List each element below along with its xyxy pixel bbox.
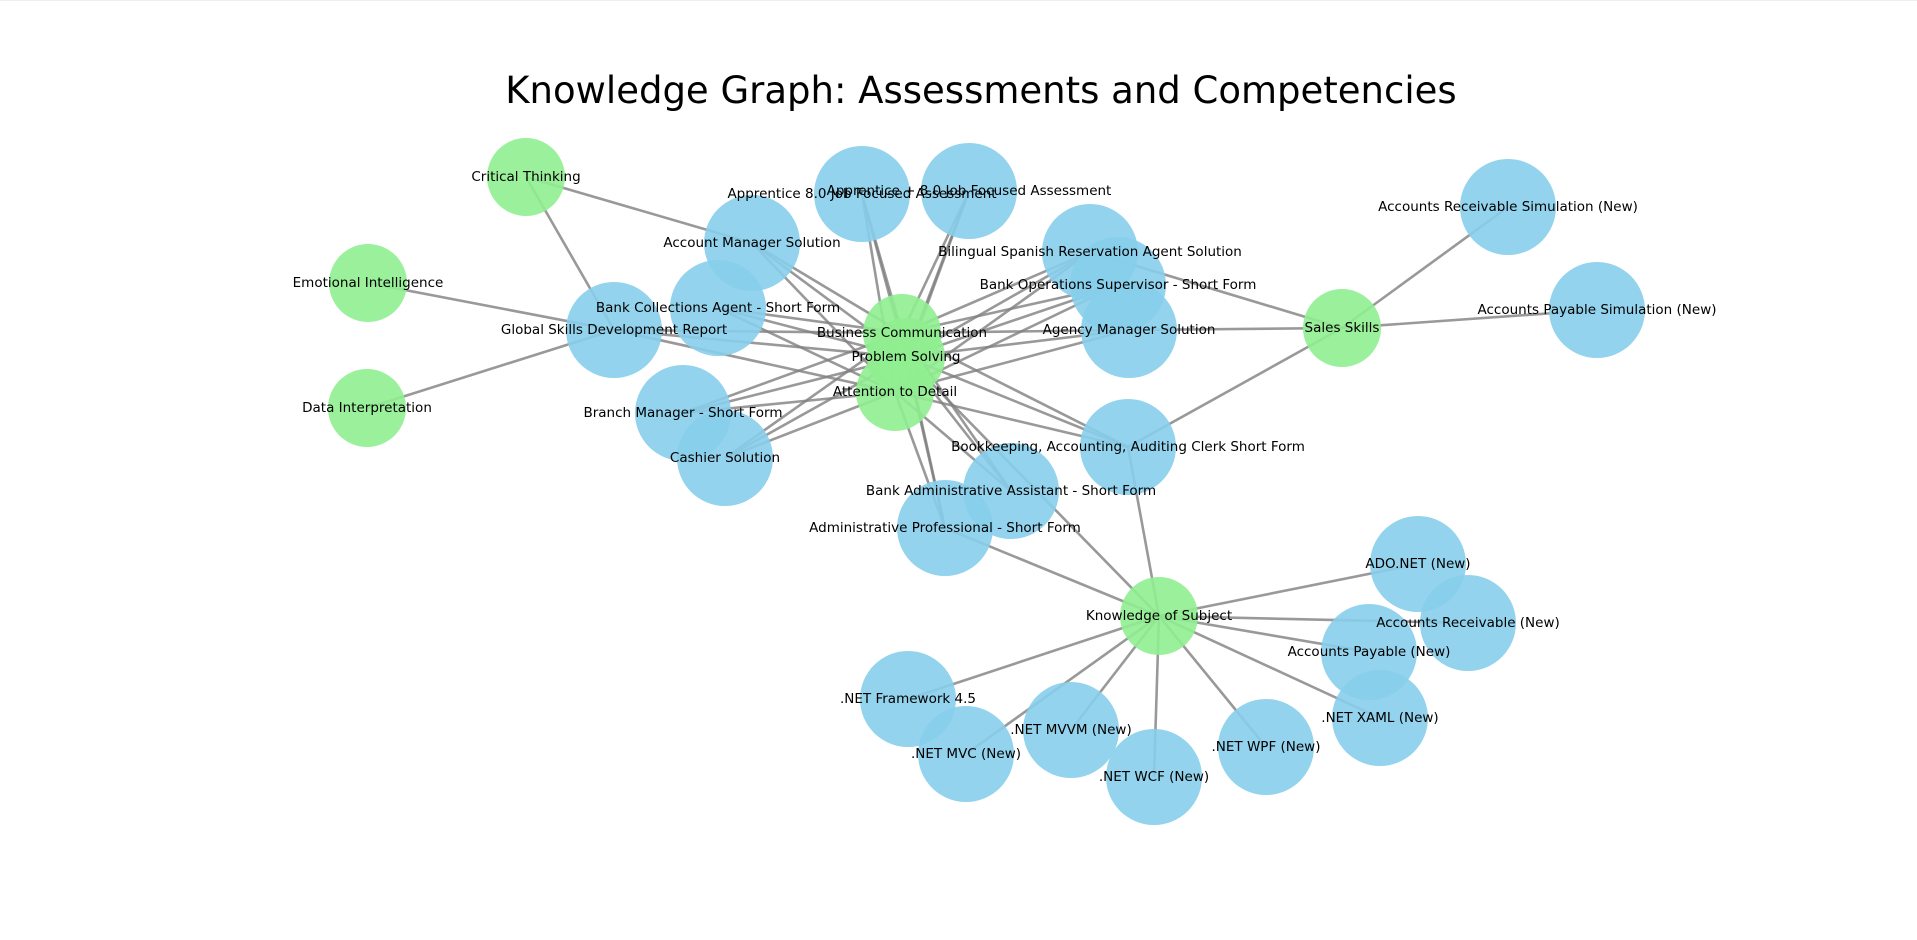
node-net-framework-45	[860, 651, 956, 747]
node-label-accounts-payable: Accounts Payable (New)	[1288, 644, 1451, 660]
node-knowledge-of-subject	[1120, 577, 1198, 655]
node-net-mvvm	[1023, 682, 1119, 778]
node-label-net-mvc: .NET MVC (New)	[911, 746, 1021, 762]
node-net-wcf	[1106, 729, 1202, 825]
node-bank-collections-agent	[670, 260, 766, 356]
node-label-global-skills-report: Global Skills Development Report	[501, 322, 727, 338]
node-label-bank-collections-agent: Bank Collections Agent - Short Form	[596, 300, 840, 316]
node-label-bookkeeping-clerk: Bookkeeping, Accounting, Auditing Clerk …	[951, 439, 1305, 455]
node-label-net-wcf: .NET WCF (New)	[1099, 769, 1209, 785]
node-label-business-communication: Business Communication	[817, 325, 987, 341]
node-label-ado-net: ADO.NET (New)	[1365, 556, 1470, 572]
node-bookkeeping-clerk	[1080, 399, 1176, 495]
node-label-net-framework-45: .NET Framework 4.5	[840, 691, 976, 707]
edge-knowledge-of-subject-accounts-receivable	[1158, 614, 1469, 625]
node-label-bilingual-spanish: Bilingual Spanish Reservation Agent Solu…	[938, 244, 1242, 260]
node-label-agency-manager: Agency Manager Solution	[1043, 322, 1216, 338]
node-label-apprentice-80-job-focused: Apprentice 8.0 Job Focused Assessment	[727, 186, 996, 202]
node-net-wpf	[1218, 699, 1314, 795]
node-label-emotional-intelligence: Emotional Intelligence	[293, 275, 444, 291]
node-label-branch-manager: Branch Manager - Short Form	[583, 405, 782, 421]
node-sales-skills	[1303, 289, 1381, 367]
node-data-interpretation	[328, 369, 406, 447]
node-attention-to-detail	[856, 353, 934, 431]
node-label-bank-admin-assistant: Bank Administrative Assistant - Short Fo…	[866, 483, 1156, 499]
node-label-account-manager: Account Manager Solution	[663, 235, 840, 251]
node-label-administrative-professional: Administrative Professional - Short Form	[809, 520, 1081, 536]
node-accounts-payable-sim	[1549, 262, 1645, 358]
node-accounts-receivable-sim	[1460, 159, 1556, 255]
node-administrative-professional	[897, 480, 993, 576]
node-cashier	[677, 410, 773, 506]
node-label-data-interpretation: Data Interpretation	[302, 400, 432, 416]
node-critical-thinking	[487, 138, 565, 216]
node-label-accounts-receivable: Accounts Receivable (New)	[1376, 615, 1560, 631]
node-emotional-intelligence	[329, 244, 407, 322]
node-label-bank-operations-supervisor: Bank Operations Supervisor - Short Form	[980, 277, 1257, 293]
node-label-knowledge-of-subject: Knowledge of Subject	[1086, 608, 1232, 624]
node-label-apprentice-plus-80-job-focused: Apprentice + 8.0 Job Focused Assessment	[827, 183, 1112, 199]
top-border	[0, 0, 1917, 1]
nodes-layer	[328, 138, 1645, 825]
node-global-skills-report	[566, 282, 662, 378]
node-label-accounts-payable-sim: Accounts Payable Simulation (New)	[1478, 302, 1717, 318]
node-label-net-mvvm: .NET MVVM (New)	[1010, 722, 1132, 738]
node-agency-manager	[1081, 282, 1177, 378]
diagram-title: Knowledge Graph: Assessments and Compete…	[505, 69, 1456, 112]
node-apprentice-80-job-focused	[814, 146, 910, 242]
node-label-cashier: Cashier Solution	[670, 450, 780, 466]
node-accounts-receivable	[1420, 575, 1516, 671]
node-label-accounts-receivable-sim: Accounts Receivable Simulation (New)	[1378, 199, 1638, 215]
node-label-problem-solving: Problem Solving	[852, 349, 961, 365]
node-net-xaml	[1332, 670, 1428, 766]
node-apprentice-plus-80-job-focused	[921, 143, 1017, 239]
node-label-critical-thinking: Critical Thinking	[471, 169, 580, 185]
node-label-attention-to-detail: Attention to Detail	[833, 384, 957, 400]
node-label-net-xaml: .NET XAML (New)	[1321, 710, 1438, 726]
node-label-sales-skills: Sales Skills	[1305, 320, 1380, 336]
node-label-net-wpf: .NET WPF (New)	[1212, 739, 1321, 755]
